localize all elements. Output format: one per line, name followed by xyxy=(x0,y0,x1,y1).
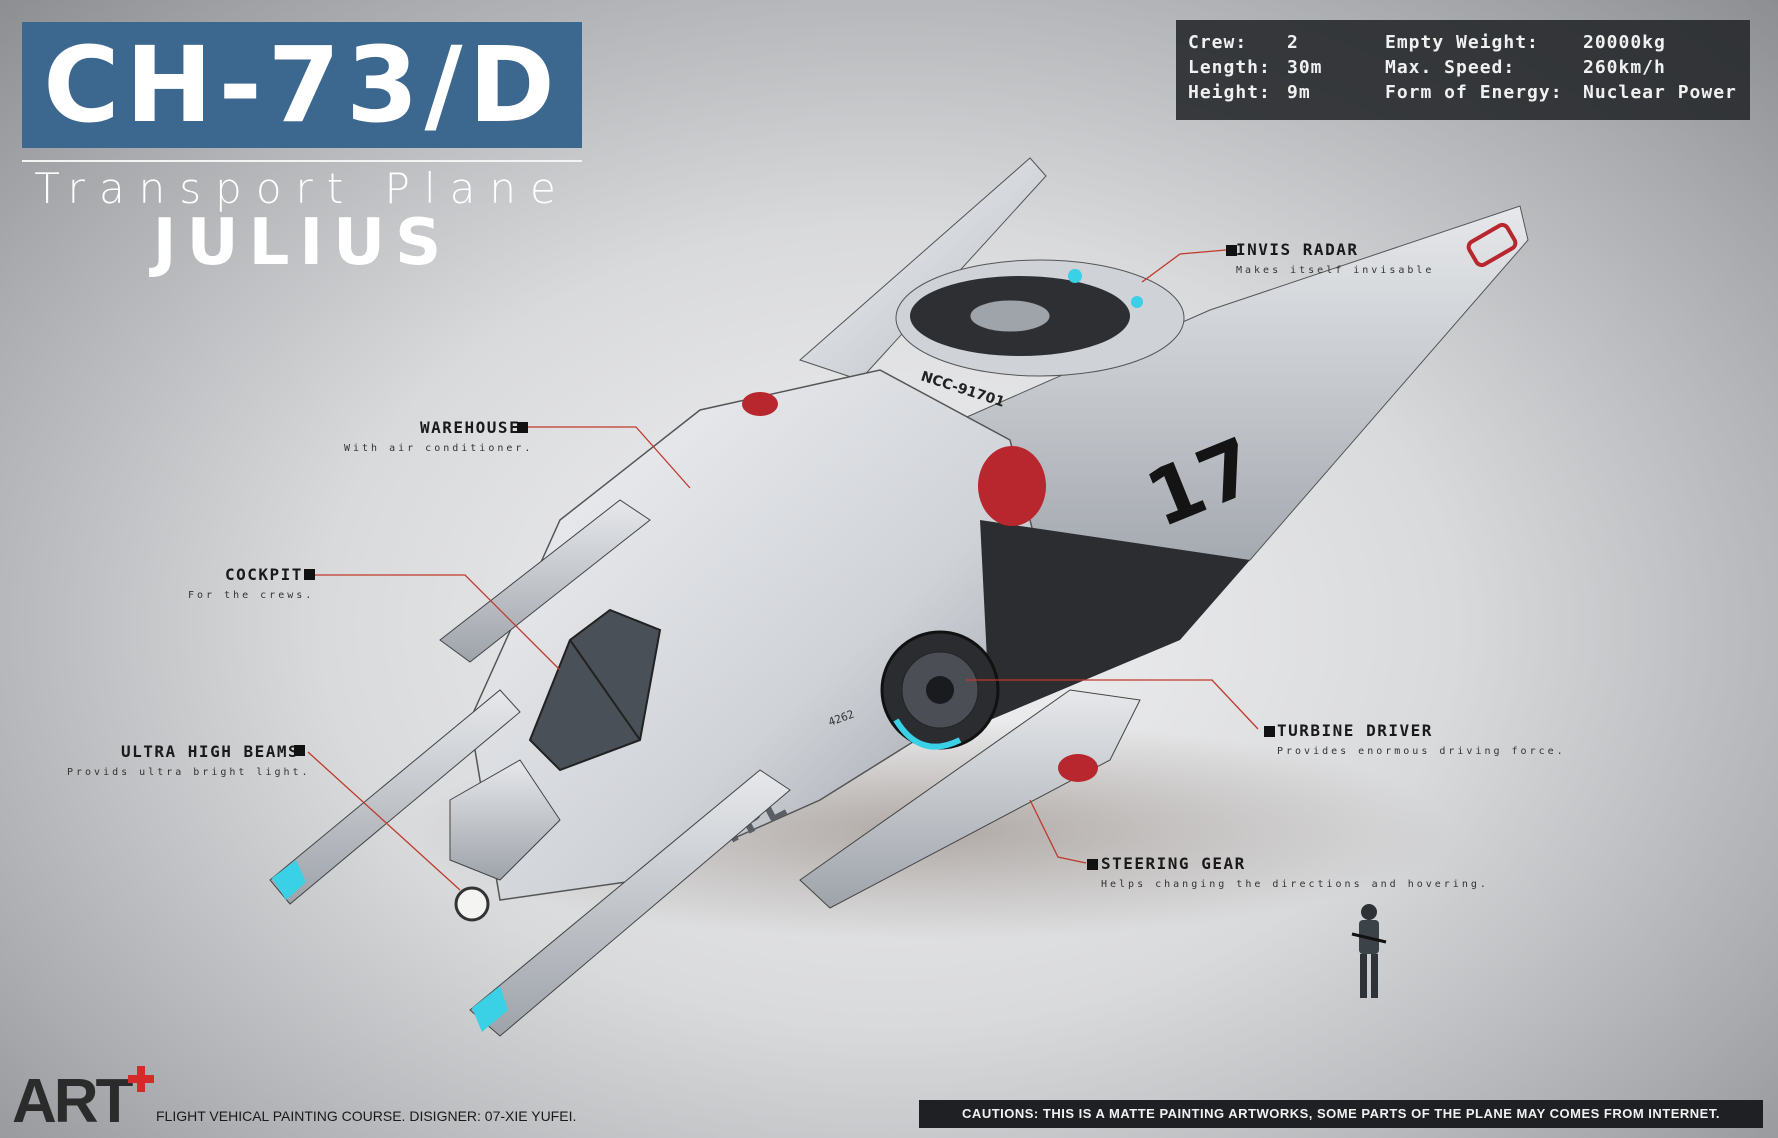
leader-line-turbine-driver xyxy=(966,679,1259,730)
leader-line-invis-radar xyxy=(1141,249,1227,283)
model-title: CH-73/D xyxy=(43,24,561,146)
spec-crew-label: Crew: xyxy=(1188,32,1248,53)
leader-line-warehouse xyxy=(528,426,691,489)
wing-red-mark xyxy=(1466,222,1518,268)
vehicle-name: JULIUS xyxy=(152,206,452,280)
callout-marker xyxy=(517,422,528,433)
spec-speed-value: 260km/h xyxy=(1583,57,1666,78)
title-banner xyxy=(22,22,582,148)
callout-marker xyxy=(294,745,305,756)
spec-length-label: Length: xyxy=(1188,57,1271,78)
callout-marker xyxy=(1264,726,1275,737)
leader-line-steering-gear xyxy=(1029,799,1087,864)
lower-prong xyxy=(469,769,791,1037)
soldier-figure xyxy=(1351,904,1387,998)
callout-cockpit-label: COCKPIT xyxy=(225,565,303,584)
red-accent xyxy=(978,446,1046,526)
vehicle-type: Transport Plane xyxy=(34,164,570,213)
callout-marker xyxy=(304,569,315,580)
callout-steering-gear-desc: Helps changing the directions and hoveri… xyxy=(1101,879,1489,890)
spec-height-value: 9m xyxy=(1287,82,1311,103)
red-accent xyxy=(742,392,778,416)
plus-icon xyxy=(128,1066,154,1092)
callout-turbine-driver-label: TURBINE DRIVER xyxy=(1277,721,1433,740)
beam-light xyxy=(454,886,490,922)
left-prong xyxy=(269,689,521,905)
callout-steering-gear-label: STEERING GEAR xyxy=(1101,854,1246,873)
callout-invis-radar-desc: Makes itself invisable xyxy=(1236,265,1435,276)
callout-ultra-high-beams-label: ULTRA HIGH BEAMS xyxy=(121,742,300,761)
callout-marker xyxy=(1087,859,1098,870)
spec-crew-value: 2 xyxy=(1287,32,1299,53)
callout-turbine-driver-desc: Provides enormous driving force. xyxy=(1277,746,1566,757)
callout-marker xyxy=(1226,245,1237,256)
callout-warehouse-desc: With air conditioner. xyxy=(344,443,534,454)
title-divider xyxy=(22,160,582,162)
art-logo: ART xyxy=(12,1067,133,1136)
radar-dish xyxy=(895,259,1185,377)
callout-ultra-high-beams-desc: Provids ultra bright light. xyxy=(67,767,311,778)
spec-weight-label: Empty Weight: xyxy=(1385,32,1539,53)
course-credit: FLIGHT VEHICAL PAINTING COURSE. DISIGNER… xyxy=(156,1108,577,1124)
hull-dark-underside xyxy=(980,520,1250,720)
spec-speed-label: Max. Speed: xyxy=(1385,57,1516,78)
spec-length-value: 30m xyxy=(1287,57,1323,78)
spec-height-label: Height: xyxy=(1188,82,1271,103)
lower-prong-glow xyxy=(472,986,508,1032)
left-prong-glow xyxy=(272,860,306,900)
leader-lines xyxy=(307,249,1259,891)
callout-warehouse-label: WAREHOUSE xyxy=(420,418,521,437)
callout-invis-radar-label: INVIS RADAR xyxy=(1236,240,1359,259)
spec-energy-value: Nuclear Power xyxy=(1583,82,1737,103)
callout-cockpit-desc: For the crews. xyxy=(188,590,315,601)
red-accent xyxy=(1058,754,1098,782)
spec-weight-value: 20000kg xyxy=(1583,32,1666,53)
nose xyxy=(449,759,561,881)
leader-line-ultra-high-beams xyxy=(307,751,461,891)
leader-line-cockpit xyxy=(315,574,561,671)
spec-panel xyxy=(1176,20,1750,120)
turbine xyxy=(880,630,1000,750)
upper-spike xyxy=(799,157,1047,381)
right-prong xyxy=(799,689,1141,909)
caution-text: CAUTIONS: THIS IS A MATTE PAINTING ARTWO… xyxy=(962,1106,1720,1121)
left-upper-fin xyxy=(439,499,651,663)
spec-energy-label: Form of Energy: xyxy=(1385,82,1563,103)
caution-bar xyxy=(919,1100,1763,1128)
